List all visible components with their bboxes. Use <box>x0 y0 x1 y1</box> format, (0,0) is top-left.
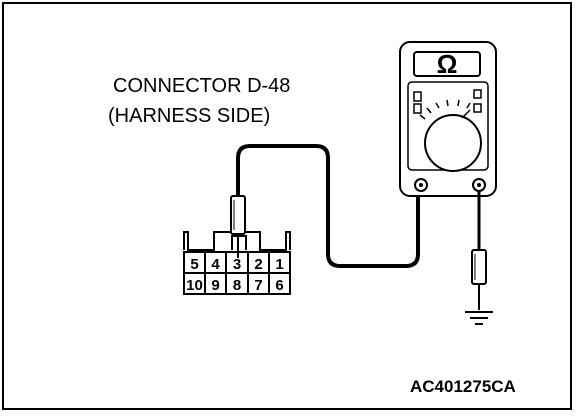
pin-6: 6 <box>275 277 283 294</box>
connector-title: CONNECTOR D-48 <box>113 75 290 97</box>
figure-code: AC401275CA <box>410 377 516 396</box>
pin-4: 4 <box>211 256 220 273</box>
pin-1: 1 <box>275 256 283 273</box>
meter-display <box>413 51 481 77</box>
connector-subtitle: (HARNESS SIDE) <box>108 105 270 127</box>
pin-3: 3 <box>233 256 241 273</box>
test-lead-connector <box>236 144 420 268</box>
pin-10: 10 <box>186 277 203 294</box>
pin-5: 5 <box>190 256 198 273</box>
ground-icon <box>465 311 493 325</box>
pin-9: 9 <box>211 277 219 294</box>
meter-selector-dial <box>424 114 482 172</box>
ohmmeter-icon: Ω <box>399 41 497 197</box>
pin-2: 2 <box>254 256 262 273</box>
pin-8: 8 <box>233 277 241 294</box>
ground-lead <box>471 191 487 310</box>
pin-7: 7 <box>254 277 262 294</box>
ohm-symbol: Ω <box>437 49 458 79</box>
